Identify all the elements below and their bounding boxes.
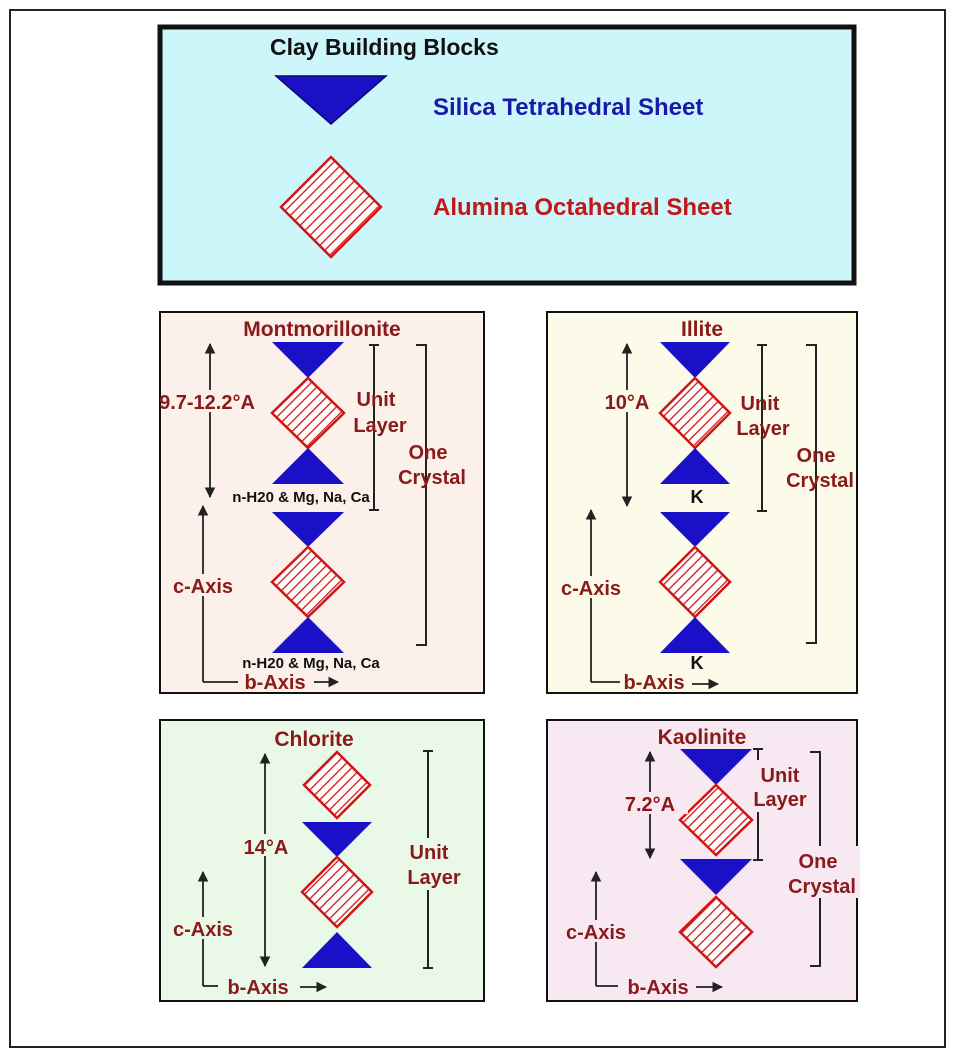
c-axis-label: c-Axis — [566, 922, 626, 944]
tetrahedral-icon — [274, 75, 388, 125]
tetrahedral-sheet — [272, 342, 344, 378]
octahedral-sheet — [300, 855, 374, 929]
unit-label: Unit — [761, 765, 800, 787]
unit-layer-bracket — [369, 344, 379, 511]
unit-label: Unit — [410, 842, 449, 864]
octahedral-icon — [279, 155, 383, 259]
crystal-label: Crystal — [398, 467, 466, 489]
tetrahedral-sheet — [302, 932, 372, 968]
c-axis-label: c-Axis — [173, 576, 233, 598]
one-label: One — [797, 445, 836, 467]
b-axis-label: b-Axis — [627, 977, 688, 999]
tetrahedral-sheet — [272, 448, 344, 484]
spacing-label: 14°A — [244, 837, 289, 859]
interlayer-label: K — [691, 653, 704, 673]
illite-title: Illite — [681, 318, 723, 341]
octahedral-sheet — [302, 750, 372, 820]
kaolinite-title: Kaolinite — [658, 726, 747, 749]
unit-layer-bracket — [757, 344, 767, 512]
layer-label: Layer — [736, 418, 790, 440]
legend-title: Clay Building Blocks — [270, 34, 499, 60]
unit-layer-bracket — [753, 748, 763, 861]
crystal-bracket — [416, 344, 427, 646]
montmorillonite-title: Montmorillonite — [243, 318, 400, 341]
tetrahedral-sheet — [272, 512, 344, 547]
chlorite-panel: Chlorite 14°A Unit Layer c-Axis b-Axis — [159, 719, 485, 1002]
spacing-label: 9.7-12.2°A — [159, 392, 255, 414]
tetrahedral-sheet — [272, 617, 344, 653]
kaolinite-panel: Kaolinite 7.2°A Unit Layer One Crystal c… — [546, 719, 860, 1002]
unit-label: Unit — [357, 389, 396, 411]
legend-panel: Clay Building Blocks Silica Tetrahedral … — [157, 24, 857, 286]
b-axis-label: b-Axis — [244, 672, 305, 694]
c-axis-label: c-Axis — [173, 919, 233, 941]
one-label: One — [799, 851, 838, 873]
octahedral-sheet — [678, 783, 754, 857]
tetrahedral-sheet — [660, 448, 730, 484]
tetrahedral-sheet — [302, 822, 372, 857]
layer-label: Layer — [353, 415, 407, 437]
illite-panel: Illite K K 10°A Unit Layer One Crystal c… — [546, 311, 858, 694]
b-axis-label: b-Axis — [623, 672, 684, 694]
spacing-label: 7.2°A — [625, 794, 675, 816]
unit-label: Unit — [741, 393, 780, 415]
tetrahedral-sheet — [660, 512, 730, 547]
crystal-label: Crystal — [786, 470, 854, 492]
chlorite-title: Chlorite — [274, 728, 353, 751]
tetrahedral-sheet — [680, 859, 752, 895]
tetrahedral-sheet — [660, 342, 730, 378]
octahedral-sheet — [678, 895, 754, 969]
tetrahedral-sheet — [680, 749, 752, 785]
interlayer-label: n-H20 & Mg, Na, Ca — [242, 655, 380, 672]
interlayer-label: K — [691, 487, 704, 507]
crystal-label: Crystal — [788, 876, 856, 898]
one-label: One — [409, 442, 448, 464]
montmorillonite-panel: Montmorillonite n-H20 & Mg, Na, Ca n-H20… — [159, 311, 485, 694]
layer-label: Layer — [753, 789, 807, 811]
legend-octahedral-label: Alumina Octahedral Sheet — [433, 194, 732, 221]
tetrahedral-sheet — [660, 617, 730, 653]
layer-label: Layer — [407, 867, 461, 889]
spacing-label: 10°A — [605, 392, 650, 414]
b-axis-label: b-Axis — [227, 977, 288, 999]
c-axis-label: c-Axis — [561, 578, 621, 600]
crystal-bracket — [806, 344, 817, 644]
interlayer-label: n-H20 & Mg, Na, Ca — [232, 489, 370, 506]
legend-tetrahedral-label: Silica Tetrahedral Sheet — [433, 94, 703, 121]
